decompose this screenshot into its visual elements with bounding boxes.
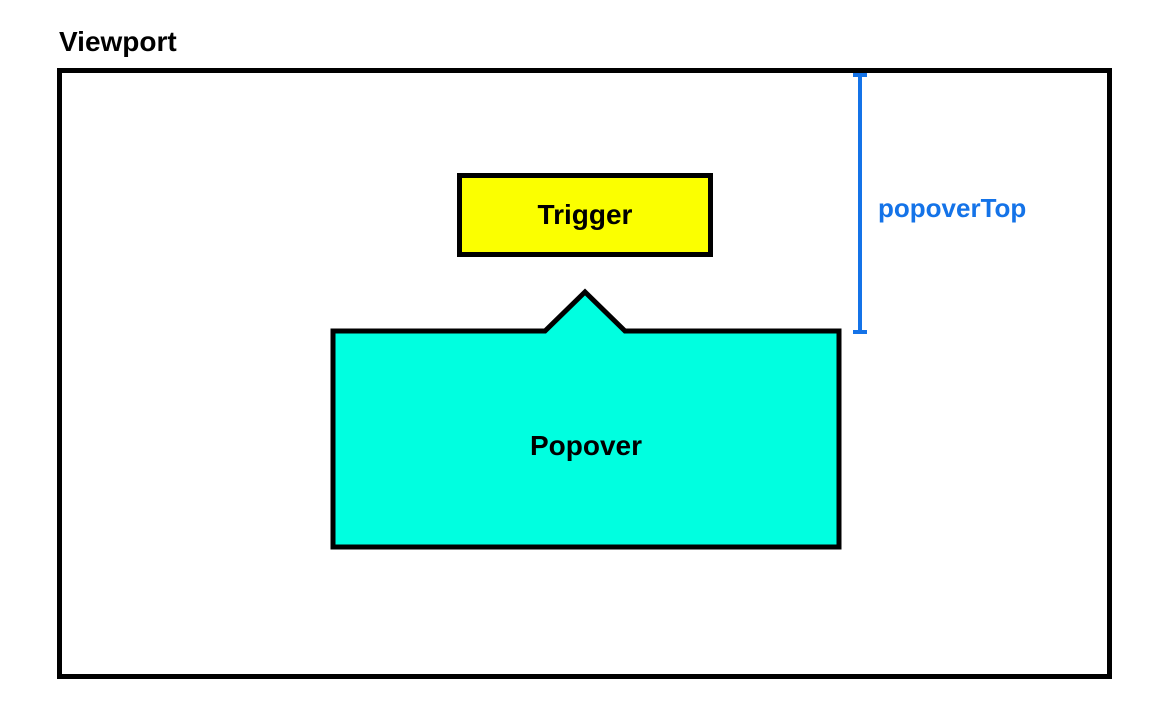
popover-top-measure-cap-top (853, 73, 867, 77)
popover-bubble (330, 288, 842, 550)
viewport-box (57, 68, 1112, 679)
popover-top-measure-line (858, 73, 862, 334)
popover-label: Popover (529, 430, 643, 461)
popover-shape-with-arrow (330, 288, 842, 550)
popover-top-label: popoverTop (878, 193, 1027, 223)
trigger-button[interactable]: Trigger (457, 173, 713, 257)
trigger-label: Trigger (537, 199, 633, 230)
viewport-label: Viewport (59, 26, 177, 57)
popover-top-measure-cap-bottom (853, 330, 867, 334)
